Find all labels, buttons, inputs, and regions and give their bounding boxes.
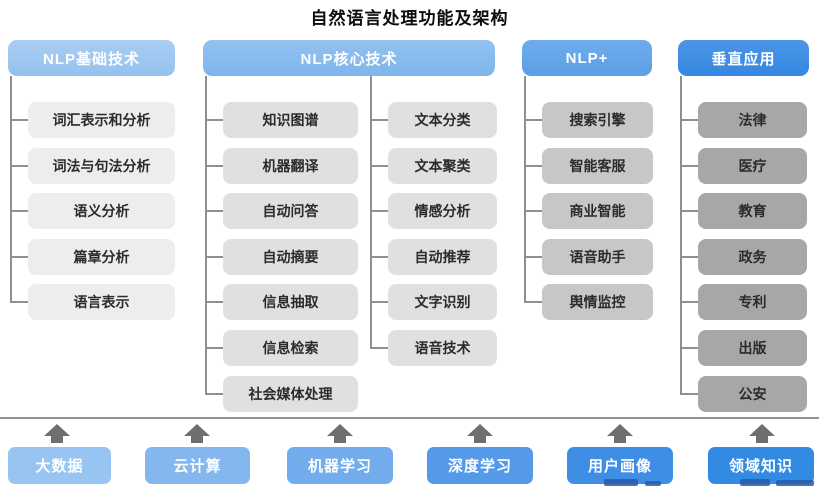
item-government: 政务 — [698, 239, 807, 275]
up-arrow-icon — [607, 424, 633, 443]
connector-tick — [370, 165, 388, 167]
connector-tick — [680, 210, 698, 212]
connector-tick — [10, 256, 28, 258]
connector-tick — [680, 393, 698, 395]
item-discourse-analysis: 篇章分析 — [28, 239, 175, 275]
connector-tick — [524, 256, 542, 258]
connector-tick — [680, 347, 698, 349]
item-opinion-monitoring: 舆情监控 — [542, 284, 653, 320]
connector-tick — [680, 301, 698, 303]
item-knowledge-graph: 知识图谱 — [223, 102, 358, 138]
item-language-representation: 语言表示 — [28, 284, 175, 320]
item-info-retrieval: 信息检索 — [223, 330, 358, 366]
connector-tick — [205, 347, 223, 349]
connector-line — [205, 76, 207, 394]
connector-line — [524, 76, 526, 302]
connector-tick — [370, 256, 388, 258]
item-ocr: 文字识别 — [388, 284, 497, 320]
connector-tick — [370, 210, 388, 212]
connector-tick — [524, 301, 542, 303]
connector-tick — [370, 119, 388, 121]
connector-tick — [10, 165, 28, 167]
watermark-fragment — [604, 479, 638, 486]
connector-line — [10, 76, 12, 302]
item-social-media-processing: 社会媒体处理 — [223, 376, 358, 412]
item-publishing: 出版 — [698, 330, 807, 366]
item-business-intelligence: 商业智能 — [542, 193, 653, 229]
up-arrow-icon — [467, 424, 493, 443]
connector-tick — [205, 393, 223, 395]
header-nlp-plus: NLP+ — [522, 40, 652, 76]
header-nlp-basic-tech: NLP基础技术 — [8, 40, 175, 76]
item-semantic-analysis: 语义分析 — [28, 193, 175, 229]
item-machine-translation: 机器翻译 — [223, 148, 358, 184]
separator-line — [0, 417, 819, 419]
item-smart-customer-service: 智能客服 — [542, 148, 653, 184]
item-text-classification: 文本分类 — [388, 102, 497, 138]
connector-tick — [205, 256, 223, 258]
connector-tick — [680, 256, 698, 258]
item-morph-syntax-analysis: 词法与句法分析 — [28, 148, 175, 184]
connector-tick — [524, 165, 542, 167]
connector-tick — [680, 119, 698, 121]
item-voice-assistant: 语音助手 — [542, 239, 653, 275]
watermark-fragment — [776, 480, 814, 486]
header-nlp-core-tech: NLP核心技术 — [203, 40, 495, 76]
diagram-title: 自然语言处理功能及架构 — [310, 9, 509, 28]
foundation-machine-learning: 机器学习 — [287, 447, 393, 484]
item-auto-qa: 自动问答 — [223, 193, 358, 229]
item-education: 教育 — [698, 193, 807, 229]
connector-tick — [370, 347, 388, 349]
connector-tick — [524, 119, 542, 121]
connector-tick — [680, 165, 698, 167]
item-speech-technology: 语音技术 — [388, 330, 497, 366]
watermark-fragment — [645, 481, 661, 486]
up-arrow-icon — [44, 424, 70, 443]
item-public-security: 公安 — [698, 376, 807, 412]
foundation-deep-learning: 深度学习 — [427, 447, 533, 484]
item-sentiment-analysis: 情感分析 — [388, 193, 497, 229]
connector-tick — [370, 301, 388, 303]
foundation-big-data: 大数据 — [8, 447, 111, 484]
connector-tick — [10, 301, 28, 303]
header-vertical-apps: 垂直应用 — [678, 40, 809, 76]
item-lexical-representation: 词汇表示和分析 — [28, 102, 175, 138]
item-auto-recommendation: 自动推荐 — [388, 239, 497, 275]
foundation-cloud-computing: 云计算 — [145, 447, 250, 484]
connector-tick — [524, 210, 542, 212]
watermark-fragment — [740, 479, 770, 486]
up-arrow-icon — [327, 424, 353, 443]
item-auto-summarization: 自动摘要 — [223, 239, 358, 275]
connector-tick — [205, 119, 223, 121]
item-search-engine: 搜索引擎 — [542, 102, 653, 138]
item-info-extraction: 信息抽取 — [223, 284, 358, 320]
item-legal: 法律 — [698, 102, 807, 138]
foundation-user-profile: 用户画像 — [567, 447, 673, 484]
up-arrow-icon — [749, 424, 775, 443]
connector-tick — [205, 301, 223, 303]
item-medical: 医疗 — [698, 148, 807, 184]
foundation-domain-knowledge: 领域知识 — [708, 447, 814, 484]
connector-tick — [10, 119, 28, 121]
connector-tick — [10, 210, 28, 212]
connector-line — [680, 76, 682, 394]
up-arrow-icon — [184, 424, 210, 443]
connector-tick — [205, 165, 223, 167]
connector-tick — [205, 210, 223, 212]
item-patent: 专利 — [698, 284, 807, 320]
item-text-clustering: 文本聚类 — [388, 148, 497, 184]
connector-line — [370, 76, 372, 348]
